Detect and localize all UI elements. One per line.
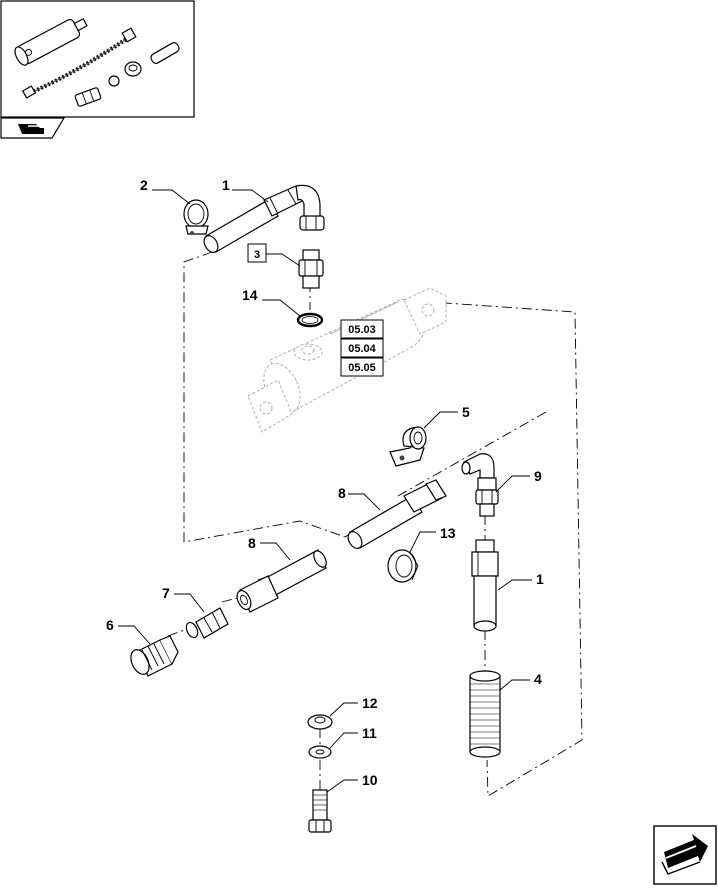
part-9-elbow-fitting[interactable] <box>461 453 499 517</box>
svg-text:05.05: 05.05 <box>348 362 376 374</box>
part-12-nut[interactable] <box>307 714 333 730</box>
callout-1-upper: 1 <box>222 177 230 193</box>
part-5-p-clip[interactable] <box>389 426 427 467</box>
callout-7: 7 <box>162 585 170 601</box>
callout-8-lower: 8 <box>248 535 256 551</box>
callout-13: 13 <box>440 525 456 541</box>
part-3-adapter[interactable] <box>298 249 324 289</box>
svg-text:3: 3 <box>254 249 260 261</box>
callout-1-lower: 1 <box>536 571 544 587</box>
part-1-hose-lower[interactable] <box>471 539 499 632</box>
svg-text:05.03: 05.03 <box>348 324 376 336</box>
callout-9: 9 <box>534 468 542 484</box>
inset-overview-panel[interactable] <box>0 0 195 118</box>
callout-4: 4 <box>534 671 542 687</box>
leader-lines <box>118 189 532 793</box>
callout-2: 2 <box>140 177 148 193</box>
callout-8-upper: 8 <box>338 485 346 501</box>
callout-5: 5 <box>462 404 470 420</box>
back-arrow-icon <box>18 124 44 134</box>
part-4-protective-sleeve[interactable] <box>469 670 501 758</box>
callout-14: 14 <box>242 287 258 303</box>
part-14-o-ring[interactable] <box>296 312 324 328</box>
ref-box-0503[interactable]: 05.03 <box>340 319 384 339</box>
ref-box-0504[interactable]: 05.04 <box>340 338 384 358</box>
callout-12: 12 <box>362 695 378 711</box>
part-1-hose-upper[interactable] <box>201 184 325 254</box>
next-page-arrow-icon <box>661 834 708 875</box>
callout-labels: 1 2 3 14 5 9 8 13 8 1 7 6 4 12 11 10 <box>106 177 544 788</box>
back-arrow-button[interactable] <box>0 117 66 139</box>
assembly-overview-thumbnail <box>14 17 180 107</box>
svg-text:05.04: 05.04 <box>348 343 376 355</box>
ref-box-0505[interactable]: 05.05 <box>340 357 384 377</box>
part-6-dust-cap[interactable] <box>127 635 179 677</box>
part-13-clamp-band[interactable] <box>387 549 419 583</box>
part-11-washer[interactable] <box>308 745 332 759</box>
part-7-coupling[interactable] <box>184 607 229 639</box>
part-10-bolt[interactable] <box>308 789 332 833</box>
callout-3-boxed[interactable]: 3 <box>247 243 267 263</box>
part-8-hose-lower[interactable] <box>234 549 328 613</box>
callout-6: 6 <box>106 617 114 633</box>
next-page-button[interactable] <box>653 825 717 885</box>
callout-11: 11 <box>362 725 377 741</box>
part-2-hose-clamp[interactable] <box>183 199 209 235</box>
part-8-hose-upper[interactable] <box>345 479 447 551</box>
reference-page-boxes: 05.03 05.04 05.05 <box>340 319 384 377</box>
callout-10: 10 <box>362 772 378 788</box>
